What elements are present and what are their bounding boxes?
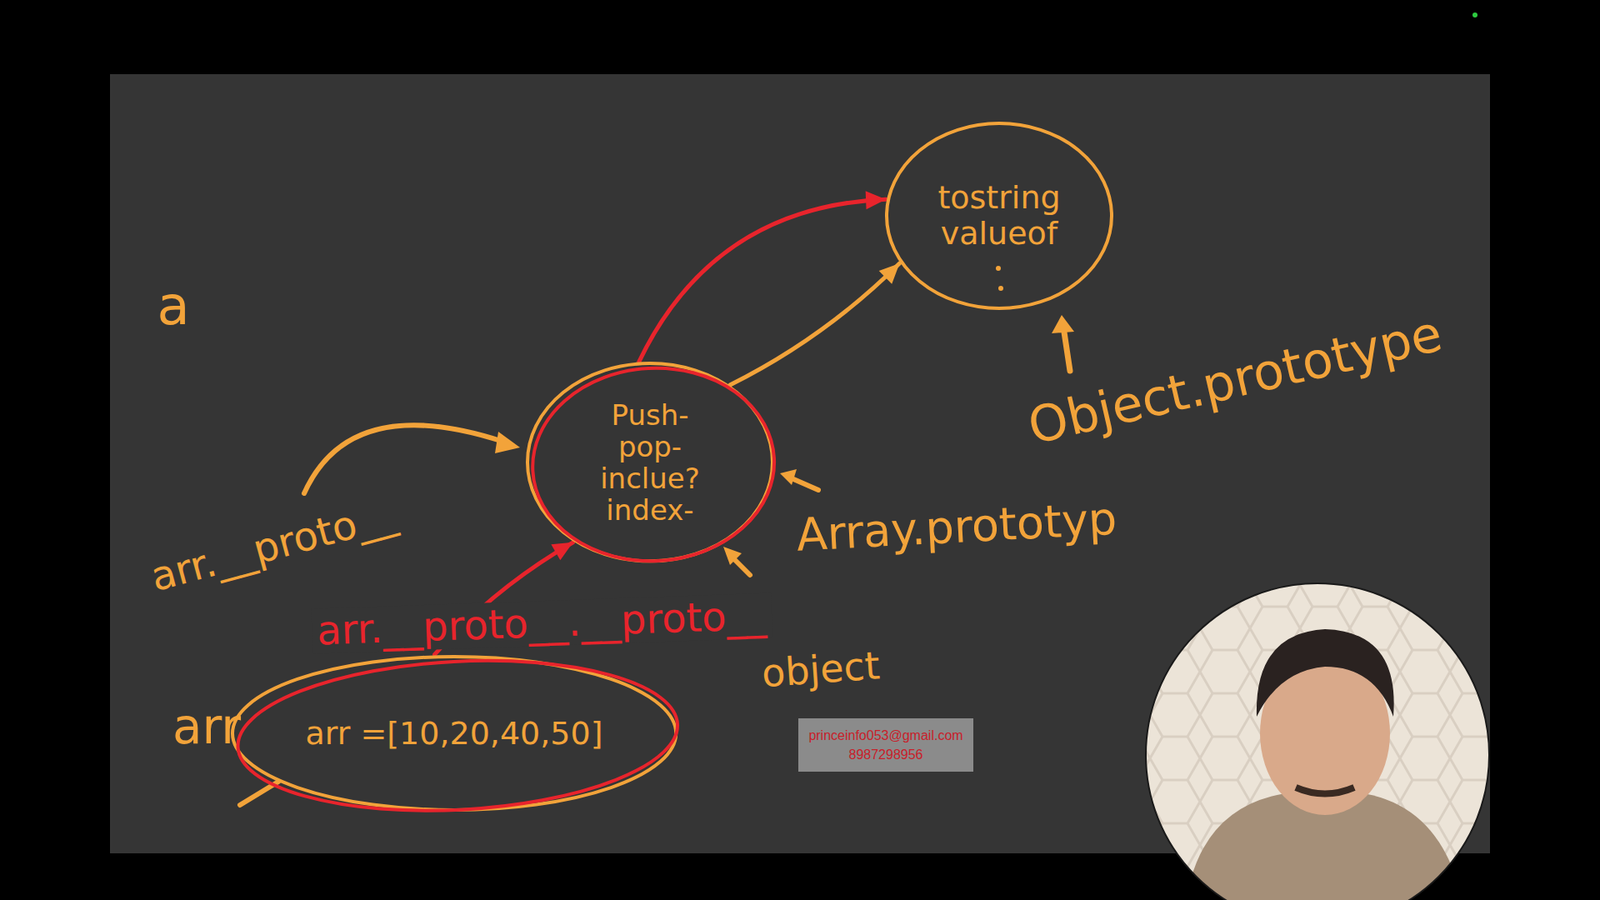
- webcam-wall-pattern: [1141, 579, 1500, 900]
- circle-outline: [234, 650, 682, 821]
- arrow-head: [879, 263, 900, 285]
- prototype-link: [730, 263, 900, 385]
- pointer-arrow: [791, 478, 819, 490]
- node-text: Push- pop- inclue? index-: [579, 399, 721, 526]
- arrow-head: [495, 431, 520, 454]
- object-label: object: [760, 644, 881, 695]
- circle-outline: [232, 656, 676, 810]
- circle-outline: [527, 362, 780, 568]
- stray-letter: a: [156, 276, 190, 337]
- pointer-arrow: [1063, 326, 1070, 371]
- prototype-circle: tostring valueof: [884, 120, 1115, 311]
- leader-arc: [304, 425, 504, 494]
- ellipsis-dot: [995, 265, 1001, 271]
- arrow-head: [550, 542, 573, 561]
- arrow-head: [865, 190, 886, 210]
- webcam-view: [1141, 579, 1500, 900]
- person-beard: [1295, 787, 1355, 795]
- circle-outline: [886, 123, 1112, 309]
- watermark-box: princeinfo053@gmail.com8987298956: [798, 718, 974, 772]
- prototype-circle: Push- pop- inclue? index-: [525, 360, 775, 564]
- ellipsis-dot: [998, 285, 1004, 291]
- arrow-head: [723, 546, 742, 565]
- watermark-email: princeinfo053@gmail.com: [808, 725, 963, 745]
- watermark-phone: 8987298956: [849, 745, 924, 765]
- array-ellipse: arr =[10,20,40,50]: [230, 654, 679, 813]
- person-hair: [1256, 629, 1395, 717]
- status-dot: [1472, 12, 1478, 18]
- node-text: tostring valueof: [926, 180, 1073, 251]
- webcam-frame: [1145, 583, 1490, 900]
- arrow-head: [1051, 315, 1075, 334]
- variable-label: arr: [172, 700, 241, 755]
- arrow-head: [780, 469, 797, 485]
- prototype-link: [639, 199, 886, 362]
- node-text: arr =[10,20,40,50]: [305, 715, 603, 752]
- webcam-wall: [1141, 579, 1500, 900]
